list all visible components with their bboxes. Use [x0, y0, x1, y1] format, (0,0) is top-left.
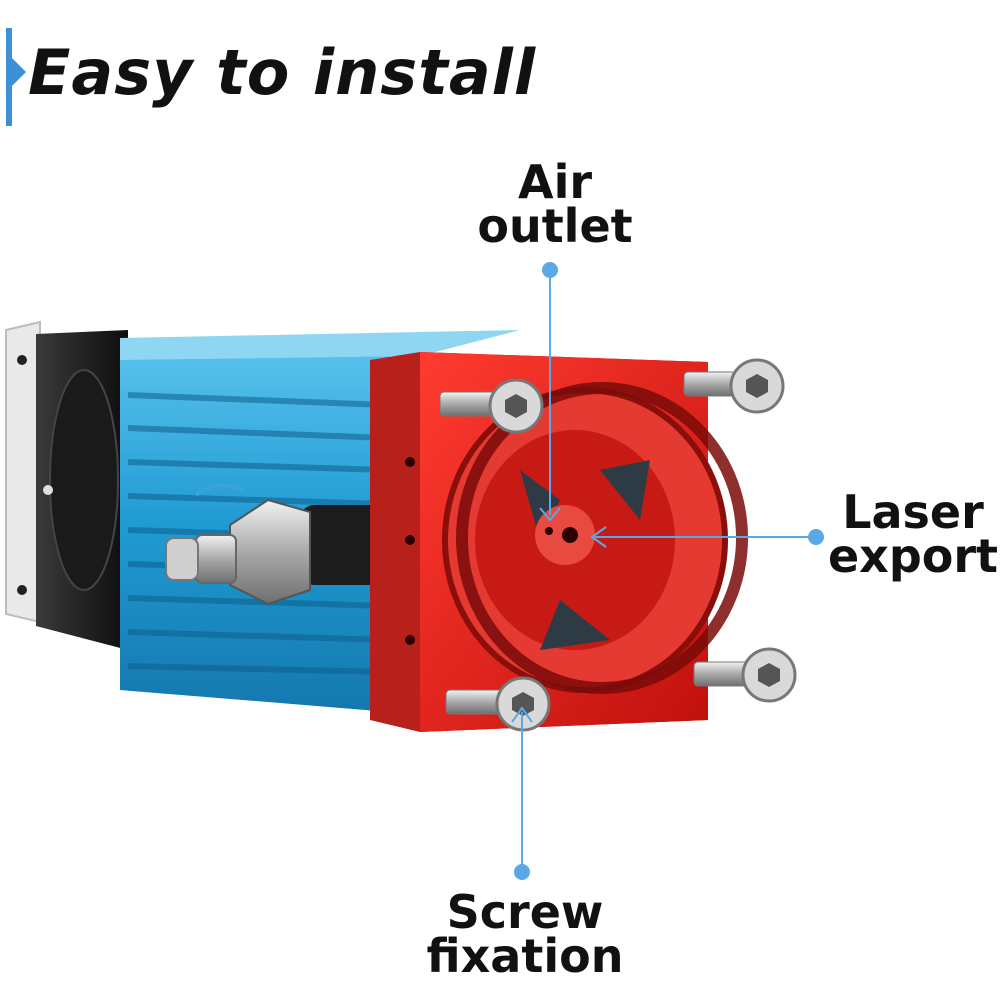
laser-export-label: Laser export — [826, 485, 1000, 583]
air-outlet-label-line2: outlet — [477, 199, 633, 253]
screw-top-right — [683, 358, 785, 414]
air-outlet-label: Air outlet — [470, 155, 640, 253]
air-assist-nozzle — [442, 382, 748, 694]
pointer-laser-export — [590, 526, 824, 548]
screw-top-left — [439, 378, 544, 434]
laser-export-label-line1: Laser — [842, 485, 984, 539]
screw-fixation-label: Screw fixation — [420, 885, 630, 983]
title-accent-arrow — [12, 58, 26, 86]
screw-fixation-label-line1: Screw — [446, 885, 604, 939]
screw-bottom-left — [445, 676, 551, 732]
screw-fixation-label-line2: fixation — [426, 929, 624, 983]
pointer-air-outlet — [539, 262, 561, 522]
screw-bottom-right — [693, 647, 797, 703]
page-title: Easy to install — [28, 36, 537, 109]
laser-export-label-line2: export — [827, 529, 999, 583]
pointer-screw-fixation — [511, 706, 533, 880]
rear-bracket — [5, 320, 41, 624]
title-accent-bar — [6, 28, 12, 126]
air-outlet-label-line1: Air — [517, 155, 593, 209]
cooling-fan — [36, 330, 128, 650]
